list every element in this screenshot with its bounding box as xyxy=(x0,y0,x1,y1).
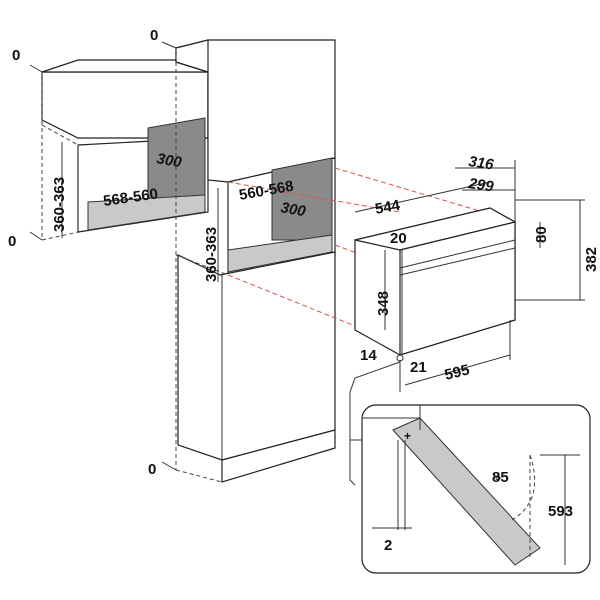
label-zero-top-mid: 0 xyxy=(150,27,158,44)
label-oven-bottom-mid: 21 xyxy=(410,359,427,376)
zero-tick-bottom xyxy=(161,461,177,471)
column-cabinet xyxy=(161,39,336,483)
oven-panel-line xyxy=(399,239,516,269)
label-door-offset: 2 xyxy=(384,537,392,554)
label-wall-depth: 300 xyxy=(155,150,183,171)
label-oven-height-total: 382 xyxy=(583,247,600,272)
detail-degree-icon xyxy=(495,475,501,481)
label-door-angle: 85 xyxy=(492,469,509,486)
dim-544 xyxy=(354,181,491,213)
label-oven-depth-total: 544 xyxy=(374,197,402,218)
dim-595 xyxy=(404,354,511,386)
detail-hinge-cross-icon: + xyxy=(404,429,411,443)
label-col-depth: 300 xyxy=(279,199,307,220)
label-oven-depth-b: 299 xyxy=(466,175,495,196)
label-oven-depth-a: 316 xyxy=(467,153,495,173)
oven xyxy=(354,160,585,392)
door-detail: + xyxy=(349,361,591,574)
label-oven-width: 595 xyxy=(443,361,471,384)
label-oven-top-gap: 80 xyxy=(533,226,550,243)
label-zero-bottom: 0 xyxy=(148,461,156,478)
detail-angle-arc xyxy=(511,454,536,521)
wall-dash-bottom xyxy=(41,231,79,241)
label-wall-height: 360-363 xyxy=(51,177,68,232)
detail-door-panel xyxy=(392,417,541,566)
column-lower xyxy=(177,251,336,461)
label-oven-bottom-left: 14 xyxy=(360,347,377,364)
label-oven-front-offset: 20 xyxy=(390,230,407,247)
label-zero-left-low: 0 xyxy=(8,233,16,250)
detail-callout-line xyxy=(349,361,401,486)
zero-tick-top-left xyxy=(29,64,43,73)
label-zero-top-left: 0 xyxy=(12,47,20,64)
column-dash-diag xyxy=(175,254,229,276)
zero-tick-top-mid xyxy=(161,41,177,49)
label-col-height: 360-363 xyxy=(203,227,220,282)
label-door-height: 593 xyxy=(548,503,573,520)
column-dash-bottom xyxy=(175,469,223,483)
column-plinth xyxy=(221,429,336,483)
zero-tick-left-low xyxy=(29,231,43,241)
label-oven-inner-height: 348 xyxy=(375,291,392,316)
guide-top xyxy=(227,181,401,213)
oven-door-line xyxy=(399,247,516,276)
